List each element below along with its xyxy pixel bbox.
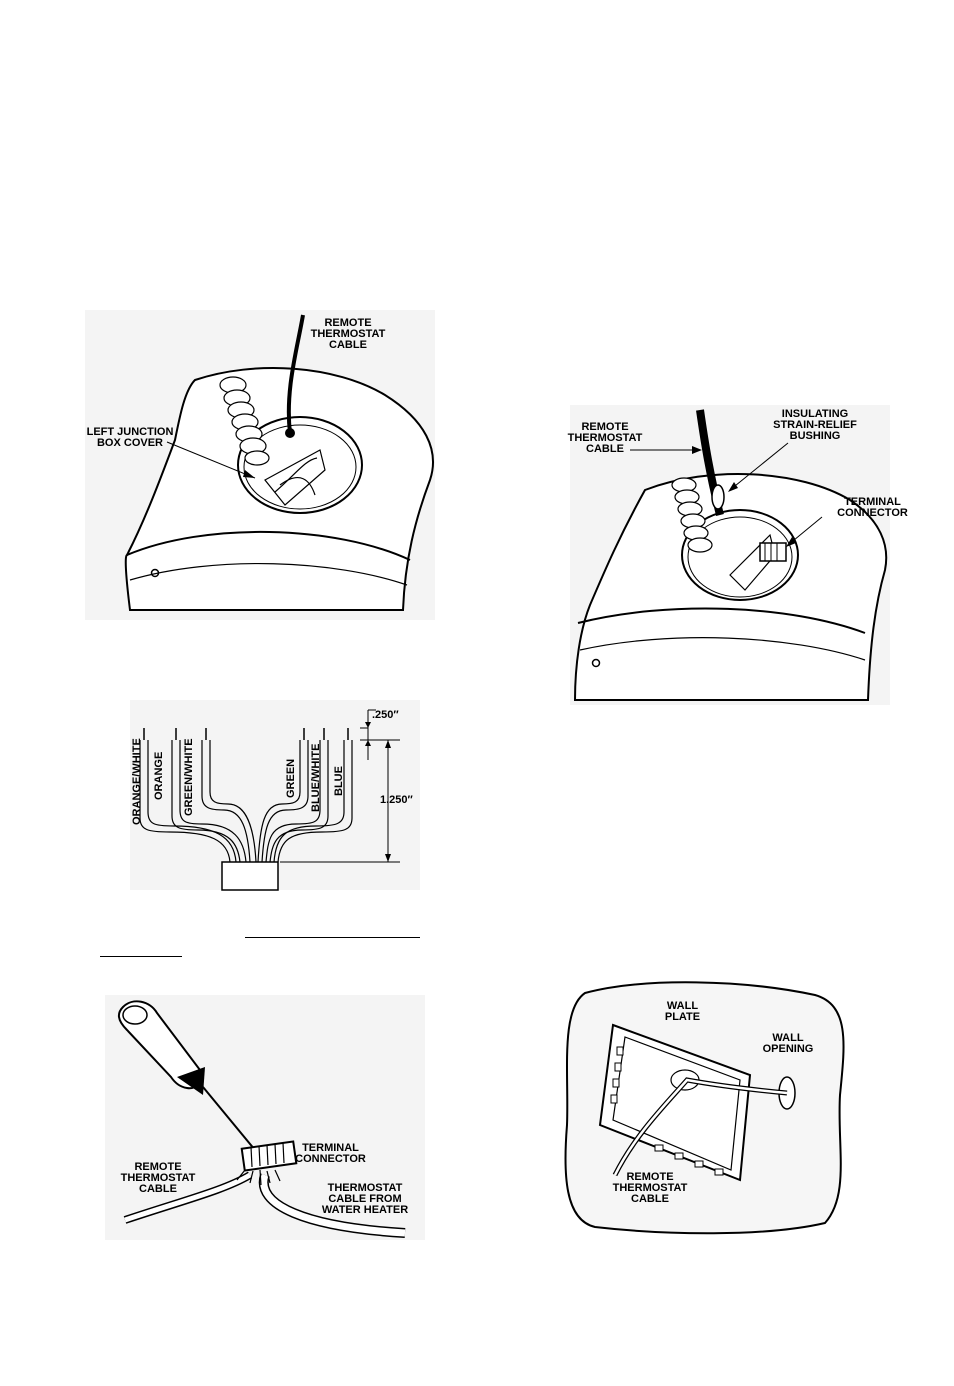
- figure-terminal-connector-installed: REMOTE THERMOSTAT CABLE INSULATING STRAI…: [560, 405, 915, 705]
- label-left-junction-box-cover: LEFT JUNCTION BOX COVER: [86, 426, 174, 449]
- label-wall-plate: WALL PLATE: [664, 1000, 701, 1023]
- label-wall-opening: WALL OPENING: [762, 1032, 814, 1055]
- figure5-drawing: [564, 981, 845, 1235]
- label-dim-length: 1.250″: [380, 794, 413, 806]
- label-remote-thermostat-cable: REMOTE THERMOSTAT CABLE: [120, 1161, 196, 1195]
- figure4-drawing: [105, 995, 425, 1240]
- label-remote-thermostat-cable: REMOTE THERMOSTAT CABLE: [310, 317, 386, 351]
- label-wire-green-white: GREEN/WHITE: [183, 738, 195, 816]
- figure1-drawing: [85, 310, 435, 620]
- label-terminal-connector: TERMINAL CONNECTOR: [295, 1142, 366, 1165]
- label-dim-strip: .250″: [372, 709, 399, 721]
- label-wire-blue-white: BLUE/WHITE: [310, 743, 322, 812]
- figure3-drawing: [130, 700, 420, 891]
- figure2-drawing: [570, 405, 890, 705]
- label-remote-thermostat-cable: REMOTE THERMOSTAT CABLE: [567, 421, 643, 455]
- label-terminal-connector: TERMINAL CONNECTOR: [837, 496, 908, 519]
- figure-wall-plate: WALL PLATE WALL OPENING REMOTE THERMOSTA…: [555, 975, 855, 1235]
- label-insulating-strain-relief-bushing: INSULATING STRAIN-RELIEF BUSHING: [773, 408, 857, 442]
- caption-underline: [245, 937, 420, 938]
- label-wire-orange-white: ORANGE/WHITE: [131, 738, 143, 825]
- label-wire-blue: BLUE: [333, 766, 345, 796]
- label-wire-orange: ORANGE: [153, 751, 165, 800]
- label-remote-thermostat-cable: REMOTE THERMOSTAT CABLE: [612, 1171, 688, 1205]
- caption-underline: [100, 956, 182, 957]
- label-thermostat-cable-from-water-heater: THERMOSTAT CABLE FROM WATER HEATER: [321, 1182, 409, 1216]
- figure-wire-strip-diagram: ORANGE/WHITE ORANGE GREEN/WHITE GREEN BL…: [130, 700, 420, 891]
- label-wire-green: GREEN: [285, 758, 297, 798]
- figure-terminal-connector-screwdriver: TERMINAL CONNECTOR REMOTE THERMOSTAT CAB…: [105, 995, 425, 1240]
- figure-left-junction-box: REMOTE THERMOSTAT CABLE LEFT JUNCTION BO…: [85, 310, 435, 620]
